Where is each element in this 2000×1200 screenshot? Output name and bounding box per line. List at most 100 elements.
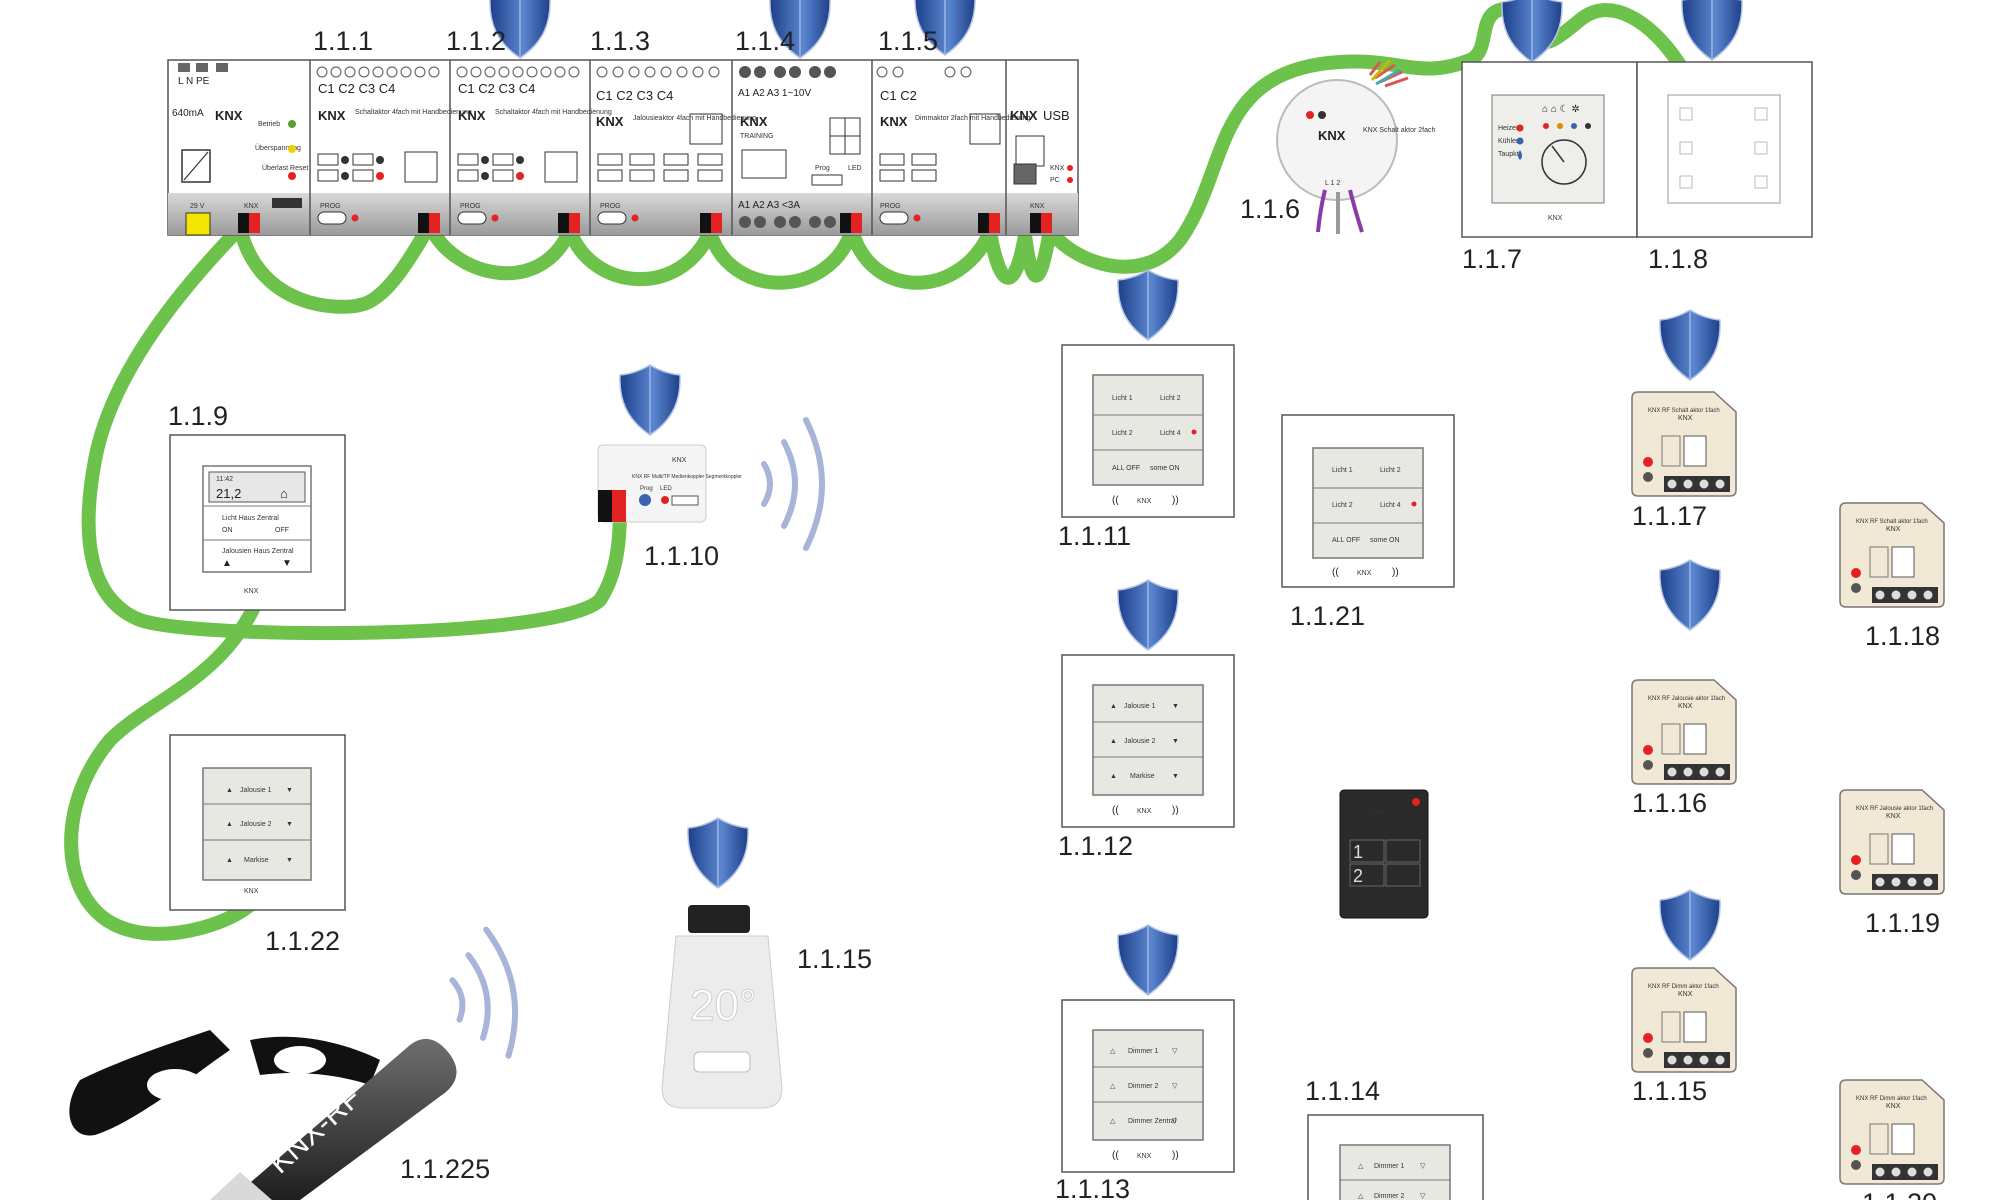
- row-1-label: Licht Haus Zentral: [222, 515, 279, 522]
- up-arrow-icon: ▲: [222, 558, 232, 569]
- down-arrow-icon: ▽: [1172, 1118, 1178, 1125]
- flush-actuator-1-1-6: KNX KNX Schalt aktor 2fach L 1 2: [1276, 58, 1435, 234]
- label-1-1-1: 1.1.1: [313, 26, 373, 56]
- display-panel-1-1-9: 11:42 21,2 ⌂ Licht Haus Zentral ON OFF J…: [169, 434, 346, 611]
- up-arrow-icon: △: [1110, 1083, 1116, 1090]
- label-1-1-15-valve: 1.1.15: [797, 944, 872, 974]
- label-1-1-4: 1.1.4: [735, 26, 795, 56]
- label-1-1-11: 1.1.11: [1058, 521, 1131, 551]
- security-shield-icon: [619, 364, 681, 436]
- prog-label: Prog: [640, 486, 653, 492]
- psu-knx-label: KNX: [244, 203, 259, 210]
- row-label: Jalousie 1: [240, 787, 272, 794]
- mode-dew: Taupkt: [1498, 151, 1519, 158]
- rf-push-button-1-1-14: △ Dimmer 1 ▽ △ Dimmer 2 ▽: [1307, 1114, 1484, 1200]
- label-1-1-18: 1.1.18: [1865, 621, 1940, 651]
- rf-actuator-1-1-17: KNX RF Schalt aktor 1fach KNX: [1631, 309, 1737, 497]
- rf-actuator-1-1-18: KNX RF Schalt aktor 1fach KNX: [1839, 502, 1945, 608]
- actuator-title: Dimmaktor 2fach mit Handbedienung: [915, 115, 1031, 122]
- rf-icon: ((: [1112, 1150, 1119, 1161]
- label-1-1-225: 1.1.225: [400, 1154, 490, 1184]
- actuator-title: Schaltaktor 4fach mit Handbedienung: [495, 109, 612, 116]
- r2-left: Licht 2: [1332, 502, 1353, 509]
- label-1-1-14: 1.1.14: [1305, 1076, 1380, 1106]
- psu-terminals: L N PE: [178, 76, 210, 87]
- led-label: LED: [848, 165, 862, 172]
- row-label: Jalousie 2: [240, 821, 272, 828]
- label-1-1-19: 1.1.19: [1865, 908, 1940, 938]
- up-arrow-icon: ▲: [226, 821, 233, 828]
- usb-knx-label: KNX: [1030, 203, 1045, 210]
- down-arrow-icon: ▽: [1420, 1193, 1426, 1200]
- rf-actuator-1-1-16: KNX RF Jalousie aktor 1fach KNX: [1631, 559, 1737, 785]
- psu-status-1: Betrieb: [258, 121, 280, 128]
- key-2: 2: [1353, 866, 1363, 886]
- actor-title: KNX Schalt aktor 2fach: [1363, 127, 1435, 134]
- radiator-valve-1-1-15: 20°: [661, 817, 783, 1109]
- usb-pc-led: PC: [1050, 177, 1060, 184]
- knx-logo: KNX: [1678, 415, 1693, 422]
- channels-label: C1 C2 C3 C4: [596, 88, 673, 103]
- mode-heat: Heizen: [1498, 125, 1520, 132]
- row-label: Dimmer Zentral: [1128, 1118, 1177, 1125]
- label-1-1-17: 1.1.17: [1632, 501, 1707, 531]
- row-label: Dimmer 2: [1128, 1083, 1158, 1090]
- knx-logo: KNX: [880, 114, 908, 129]
- actor-title: KNX RF Jalousie aktor 1fach: [1648, 696, 1725, 702]
- knx-logo: KNX: [1318, 128, 1346, 143]
- knx-logo: KNX: [244, 588, 259, 595]
- house-icon: ⌂ ⌂ ☾ ✲: [1542, 104, 1580, 115]
- label-1-1-3: 1.1.3: [590, 26, 650, 56]
- row-label: Jalousie 2: [1124, 738, 1156, 745]
- row-2-label: Jalousien Haus Zentral: [222, 548, 294, 555]
- knx-logo: KNX: [1137, 1153, 1152, 1160]
- rf-actuator-1-1-15: KNX RF Dimm aktor 1fach KNX: [1631, 889, 1737, 1073]
- knx-bus-line: [233, 1, 1687, 314]
- psu-status-3: Überlast Reset: [262, 164, 308, 172]
- label-1-1-8: 1.1.8: [1648, 244, 1708, 274]
- key-1: 1: [1353, 842, 1363, 862]
- prog-label: PROG: [460, 203, 481, 210]
- security-shield-icon: [687, 817, 749, 889]
- down-arrow-icon: ▽: [1172, 1048, 1178, 1055]
- rf-actuator-1-1-20: KNX RF Dimm aktor 1fach KNX: [1839, 1079, 1945, 1185]
- r3-left: ALL OFF: [1112, 465, 1140, 472]
- training-label: TRAINING: [740, 133, 773, 140]
- rf-icon: )): [1172, 1150, 1179, 1161]
- r2-right: Licht 4: [1160, 430, 1181, 437]
- push-button-1-1-22: ▲ Jalousie 1 ▼ ▲ Jalousie 2 ▼ ▲ Markise …: [169, 734, 346, 911]
- security-shield-icon: [1501, 0, 1563, 63]
- channels-label: C1 C2 C3 C4: [318, 81, 395, 96]
- rf-icon: )): [1392, 567, 1399, 578]
- knx-logo: KNX: [1010, 108, 1038, 123]
- label-1-1-13: 1.1.13: [1055, 1174, 1130, 1200]
- psu-bus-voltage: 29 V: [190, 203, 205, 210]
- label-1-1-21: 1.1.21: [1290, 601, 1365, 631]
- rf-icon: (( )): [1372, 900, 1383, 907]
- up-arrow-icon: △: [1110, 1048, 1116, 1055]
- valve-display: 20°: [690, 981, 757, 1030]
- security-shield-icon: [1117, 924, 1179, 996]
- temperature-text: 21,2: [216, 486, 241, 501]
- down-arrow-icon: ▼: [286, 857, 293, 864]
- down-arrow-icon: ▼: [1172, 703, 1179, 710]
- push-button-1-1-8: [1636, 61, 1813, 238]
- knx-bus-line-branch-2: [64, 598, 262, 941]
- psu-status-2: Überspannung: [255, 144, 301, 152]
- knx-logo: KNX: [596, 114, 624, 129]
- up-arrow-icon: ▲: [226, 787, 233, 794]
- label-1-1-10: 1.1.10: [644, 541, 719, 571]
- row-label: Jalousie 1: [1124, 703, 1156, 710]
- din-rail-devices: L N PE 640mA KNX Betrieb Überspannung Üb…: [167, 59, 1079, 236]
- knx-logo: KNX: [1370, 810, 1385, 817]
- label-1-1-2: 1.1.2: [446, 26, 506, 56]
- rf-icon: ((: [1112, 495, 1119, 506]
- power-supply-module: L N PE 640mA KNX Betrieb Überspannung Üb…: [172, 60, 311, 236]
- mode-cool: Kühlen: [1498, 138, 1520, 145]
- rf-icon: ((: [1332, 567, 1339, 578]
- dim-channels: C1 C2: [880, 88, 917, 103]
- up-arrow-icon: △: [1110, 1118, 1116, 1125]
- r3-left: ALL OFF: [1332, 537, 1360, 544]
- rf-push-button-1-1-13: △ Dimmer 1 ▽ △ Dimmer 2 ▽ △ Dimmer Zentr…: [1061, 924, 1235, 1173]
- security-shield-icon: [1659, 559, 1721, 631]
